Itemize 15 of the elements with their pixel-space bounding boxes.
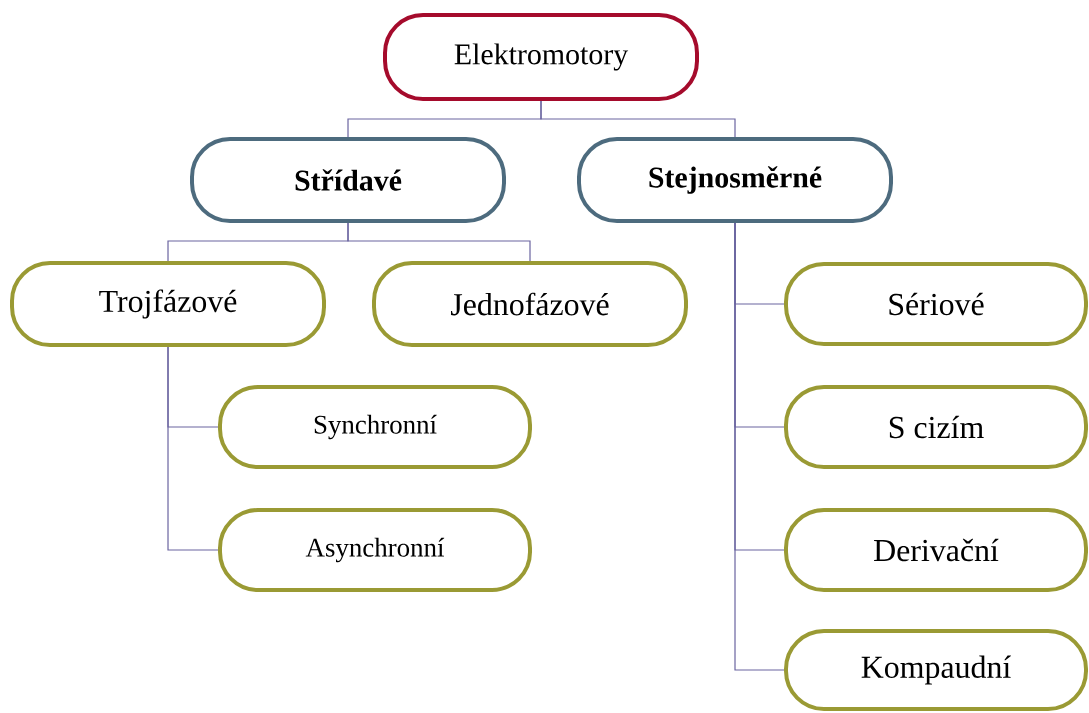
category-box: Asynchronní bbox=[218, 508, 532, 592]
category-box: Jednofázové bbox=[372, 261, 688, 347]
category-box: Derivační bbox=[784, 508, 1088, 592]
category-box: Synchronní bbox=[218, 385, 532, 469]
category-box: Střídavé bbox=[190, 137, 506, 223]
connector-line bbox=[167, 346, 219, 551]
connector-line bbox=[347, 222, 531, 262]
category-box: S cizím bbox=[784, 385, 1088, 469]
category-box: Kompaudní bbox=[784, 629, 1088, 711]
connector-line bbox=[734, 222, 785, 671]
category-box: Trojfázové bbox=[10, 261, 326, 347]
category-box: Stejnosměrné bbox=[577, 137, 893, 223]
connector-line bbox=[540, 100, 736, 138]
category-box: Sériové bbox=[784, 262, 1088, 346]
category-box: Elektromotory bbox=[383, 13, 699, 101]
